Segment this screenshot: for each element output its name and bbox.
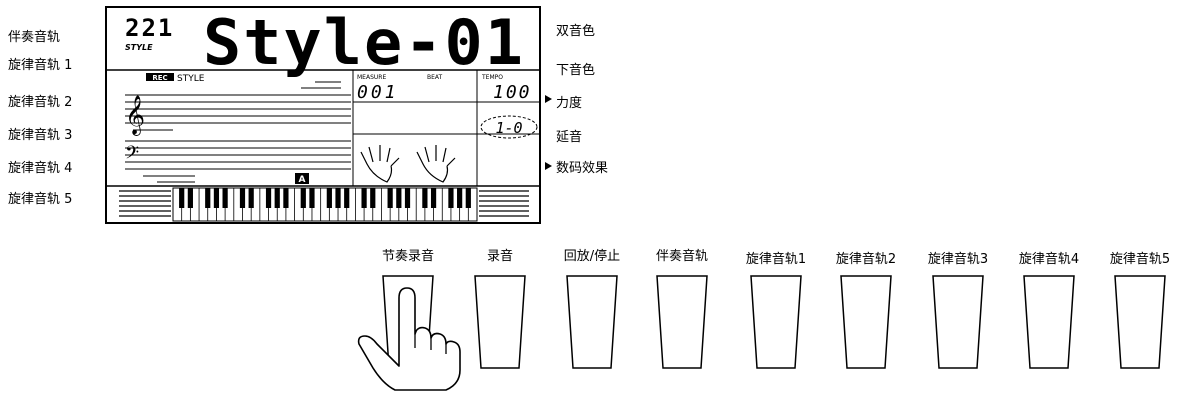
right-label-lower-voice: 下音色: [556, 63, 596, 78]
staff-style-label: STYLE: [177, 74, 205, 84]
measure-value: 001: [357, 82, 399, 103]
rec-badge: REC: [152, 74, 167, 82]
digital-effect-indicator-icon: [545, 162, 552, 170]
melody-track-5-button[interactable]: [1113, 274, 1167, 370]
bass-staff: [125, 140, 351, 183]
record-label: 录音: [486, 249, 514, 264]
tempo-value: 100: [493, 82, 532, 103]
left-label-melody-3: 旋律音轨 3: [8, 128, 73, 143]
indicator-arrows: [545, 95, 552, 170]
left-label-melody-2: 旋律音轨 2: [8, 95, 73, 110]
melody-track-5-label: 旋律音轨5: [1109, 252, 1171, 267]
left-label-accompaniment: 伴奏音轨: [8, 30, 61, 45]
melody-track-2-label: 旋律音轨2: [835, 252, 897, 267]
keyboard-display: [119, 187, 529, 222]
pressing-hand-icon: [357, 287, 461, 391]
lcd-display: 221 STYLE Style-01 REC STYLE 𝄞 𝄢 A MEASU…: [105, 6, 541, 224]
melody-track-3-button[interactable]: [931, 274, 985, 370]
melody-track-4-label: 旋律音轨4: [1018, 252, 1080, 267]
melody-track-3-label: 旋律音轨3: [927, 252, 989, 267]
playback-stop-label: 回放/停止: [563, 249, 621, 264]
melody-track-1-button[interactable]: [749, 274, 803, 370]
left-label-melody-5: 旋律音轨 5: [8, 192, 73, 207]
playback-stop-button[interactable]: [565, 274, 619, 370]
tempo-label: TEMPO: [481, 74, 503, 81]
melody-track-4-button[interactable]: [1022, 274, 1076, 370]
right-label-sustain: 延音: [556, 130, 583, 145]
bass-clef-icon: 𝄢: [125, 143, 139, 168]
beat-label: BEAT: [427, 74, 443, 81]
right-label-digital-effect: 数码效果: [556, 161, 609, 176]
lcd-main-text: Style-01: [203, 6, 525, 79]
fingering-value: 1-0: [495, 119, 522, 137]
measure-label: MEASURE: [357, 74, 386, 81]
lcd-style-small: STYLE: [125, 43, 153, 52]
left-label-melody-1: 旋律音轨 1: [8, 58, 73, 73]
lcd-number: 221: [125, 14, 174, 42]
melody-track-1-label: 旋律音轨1: [745, 252, 807, 267]
accompaniment-track-button[interactable]: [655, 274, 709, 370]
right-label-velocity: 力度: [556, 96, 583, 111]
mode-badge: A: [299, 175, 306, 185]
left-label-melody-4: 旋律音轨 4: [8, 161, 73, 176]
right-label-dual-voice: 双音色: [556, 24, 596, 39]
treble-clef-icon: 𝄞: [125, 95, 145, 136]
accompaniment-track-label: 伴奏音轨: [655, 249, 709, 264]
hands-icon: [360, 145, 456, 183]
rhythm-record-label: 节奏录音: [381, 249, 435, 264]
record-button[interactable]: [473, 274, 527, 370]
melody-track-2-button[interactable]: [839, 274, 893, 370]
treble-staff: [125, 81, 351, 131]
velocity-indicator-icon: [545, 95, 552, 103]
